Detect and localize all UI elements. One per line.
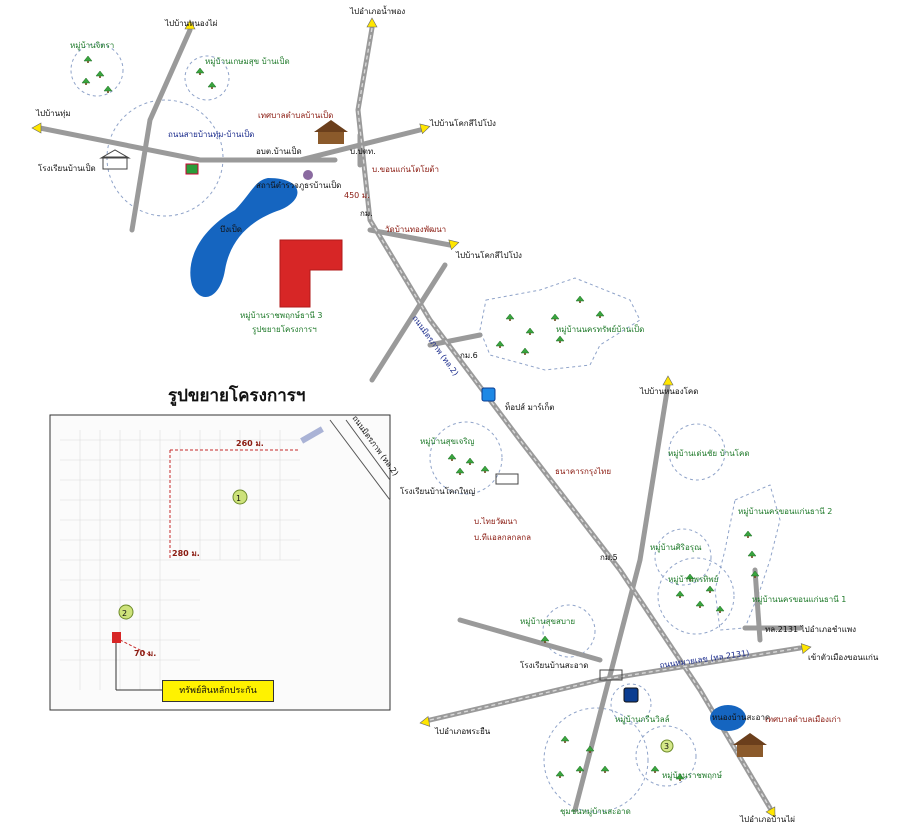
inset-marker-1: 1 [236,494,241,503]
label-to-nong-khot: ไปบ้านหนองโคด [639,386,698,396]
label-village-project: หมู่บ้านราชพฤกษ์ธานี 3 [240,310,323,321]
marker-3: 3 [664,742,669,751]
label-to-kok-si-1: ไปบ้านโคกสีไปโป่ง [429,118,496,128]
label-village-green: หมู่บ้านกรีนวิลล์ [615,714,670,725]
pond-sa-at [710,705,746,731]
label-village-kasem: หมู่บ้านเกษมสุข บ้านเป็ด [205,56,290,67]
label-village-ss: หมู่บ้านสุขสบาย [520,617,575,627]
inset-dim-70: 70 ม. [134,649,156,658]
label-school-khon: โรงเรียนบ้านโคกใหญ่ [400,486,475,496]
label-school-ban-pet: โรงเรียนบ้านเป็ด [38,163,96,173]
label-temple: วัดบ้านทองพัฒนา [385,225,446,234]
label-to-city: เข้าตัวเมืองขอนแก่น [808,653,879,662]
label-village-thani-2: หมู่บ้านนครขอนแก่นธานี 2 [738,507,832,517]
pond-ban-pet [190,178,298,297]
label-village-nakhon: หมู่บ้านนครทรัพย์บ้านเป็ด [556,324,644,335]
collateral-note: ทรัพย์สินหลักประกัน [162,680,274,702]
label-village-chittra: หมู่บ้านจิตรา [70,41,114,51]
label-kindergarten: บ.ไทยวัฒนา [474,517,517,526]
label-tambon-2: เทศบาลตำบลเมืองเก่า [765,715,841,724]
label-to-lamnamphong: ไปอำเภอน้ำพอง [349,5,405,16]
label-police: สถานีตำรวจภูธรบ้านเป็ด [256,180,341,191]
label-tops: ท็อปส์ มาร์เก็ต [505,402,554,412]
label-village-3: หมู่บ้านราชพฤกษ์ [662,770,722,781]
project-site [279,239,343,308]
label-pond-2: หนองบ้านสะอาด [712,713,770,722]
label-to-ban-tum: ไปบ้านทุ่ม [35,109,71,118]
label-village-suk: หมู่บ้านสุขเจริญ [420,437,475,447]
label-project-expand: รูปขยายโครงการฯ [252,324,317,335]
inset-map: 1 2 260 ม. 280 ม. 70 ม. ถนนมิตรภาพ (ทล.2… [49,414,400,711]
label-pond: บึงเป็ด [220,224,242,234]
label-km-6: กม.6 [460,351,478,360]
label-to-ban-pai: ไปอำเภอบ้านไผ่ [739,815,795,824]
label-km-450: 450 ม. [344,191,370,200]
label-community: ชุมชนหมู่บ้านสะอาด [560,807,631,817]
label-school-sa: โรงเรียนบ้านสะอาด [520,660,588,670]
label-road-right: ทล.2131 ไปอำเภอชำแพง [765,625,856,634]
label-gas-station: บ.ปตท. [350,147,376,156]
label-village-thani-1: หมู่บ้านนครขอนแก่นธานี 1 [752,595,846,605]
label-village-phor: หมู่บ้านพรทิพย์ [668,574,718,585]
label-obt: อบต.บ้านเป็ด [256,146,302,156]
label-village-nong-khot: หมู่บ้านเด่นชัย บ้านโคด [668,448,750,459]
label-km-5: กม.5 [600,553,618,562]
label-km-mark: กม. [360,209,373,218]
label-gas-ptt: บ.ทีแอลกลกลกล [474,533,531,542]
label-road-tum-pet: ถนนสายบ้านทุ่ม-บ้านเป็ด [168,129,254,139]
inset-dim-260: 260 ม. [236,439,264,448]
label-tambon-office: เทศบาลตำบลบ้านเป็ด [258,110,333,120]
label-village-saeng: หมู่บ้านศิริอรุณ [650,543,702,553]
label-bank-krungthai: ธนาคารกรุงไทย [555,467,611,476]
inset-dim-280: 280 ม. [172,549,200,558]
label-to-kok-si-2: ไปบ้านโคกสีไปโป่ง [455,250,522,260]
inset-marker-2: 2 [122,609,127,618]
inset-title: รูปขยายโครงการฯ [168,386,306,406]
label-to-phra-yuen: ไปอำเภอพระยืน [434,727,491,736]
label-company: บ.ขอนแก่นโตโยต้า [372,164,439,174]
label-to-nong-phai: ไปบ้านหนองไผ่ [164,19,218,28]
